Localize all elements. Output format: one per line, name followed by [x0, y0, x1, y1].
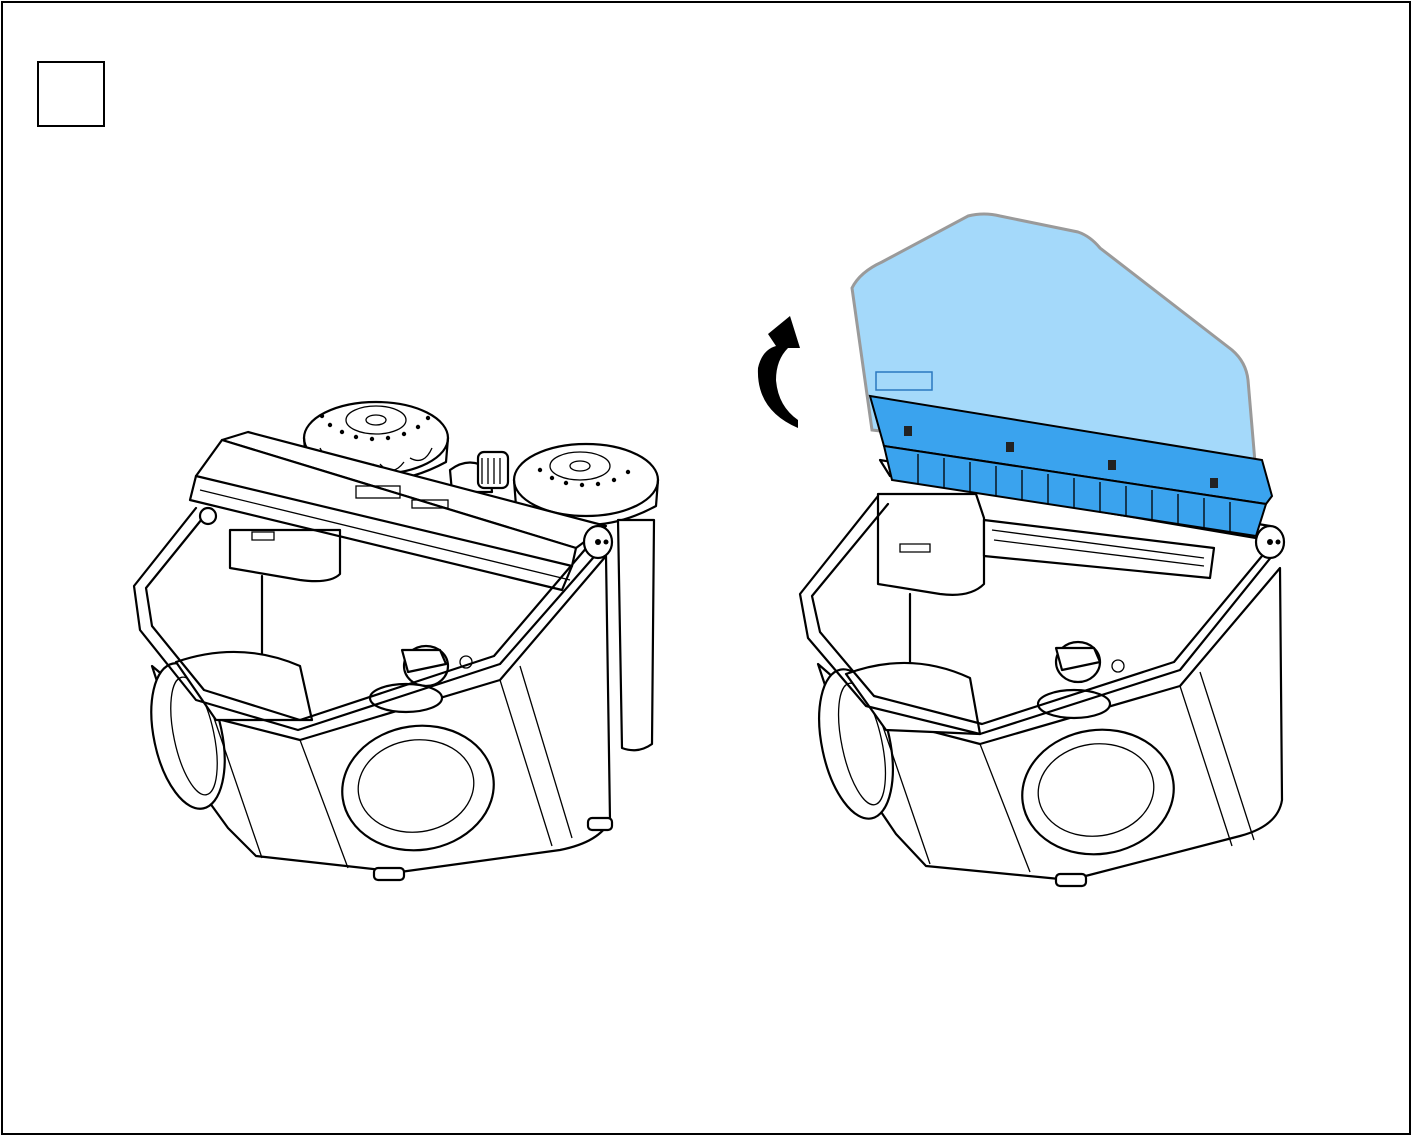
center-valve — [448, 450, 510, 494]
step-number — [37, 61, 105, 127]
device-lid-open — [798, 212, 1286, 888]
device-closed — [132, 400, 660, 882]
rotate-up-arrow-icon — [757, 316, 800, 428]
